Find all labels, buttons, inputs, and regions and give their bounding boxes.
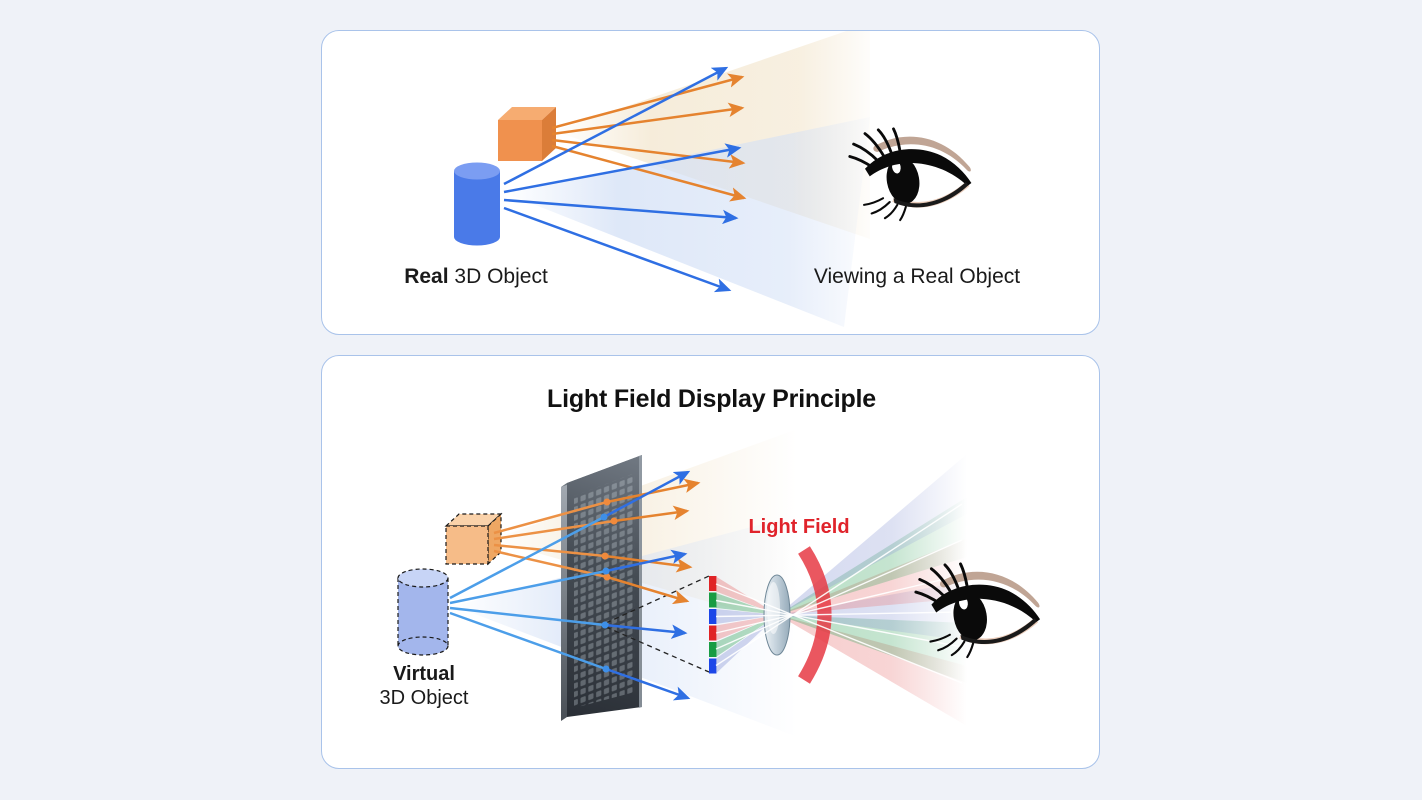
real-cube-icon xyxy=(498,107,556,161)
blue-light-rays xyxy=(503,66,742,293)
eye-icon xyxy=(914,562,1041,659)
orange-light-rays xyxy=(493,478,701,605)
pixel-grid xyxy=(574,473,635,708)
orange-light-rays xyxy=(551,73,747,202)
callout-dashed-lines xyxy=(605,575,710,673)
eye-icon xyxy=(848,127,972,222)
light-beam-haze xyxy=(505,31,870,327)
virtual-object-label-bold: Virtual xyxy=(393,663,455,685)
virtual-cube-icon xyxy=(444,512,503,566)
light-field-label: Light Field xyxy=(748,516,850,538)
virtual-object-label: Virtual 3D Object xyxy=(324,662,524,710)
diagram-title: Light Field Display Principle xyxy=(547,385,876,413)
white-ray-lines xyxy=(715,503,963,684)
real-object-diagram xyxy=(454,31,972,327)
real-cylinder-icon xyxy=(454,162,500,246)
rgb-subpixel-strip xyxy=(709,576,717,674)
viewing-caption: Viewing a Real Object xyxy=(813,265,1021,288)
real-object-label-rest: 3D Object xyxy=(454,265,548,288)
real-object-label-bold: Real xyxy=(404,265,449,288)
blue-light-rays xyxy=(449,470,691,701)
lightfield-diagram xyxy=(397,428,1041,738)
display-panel xyxy=(561,455,642,721)
virtual-cylinder-icon xyxy=(397,568,449,656)
lightfield-card: Light Field Display Principle Light Fiel… xyxy=(321,355,1100,769)
virtual-object-label-rest: 3D Object xyxy=(379,687,469,709)
